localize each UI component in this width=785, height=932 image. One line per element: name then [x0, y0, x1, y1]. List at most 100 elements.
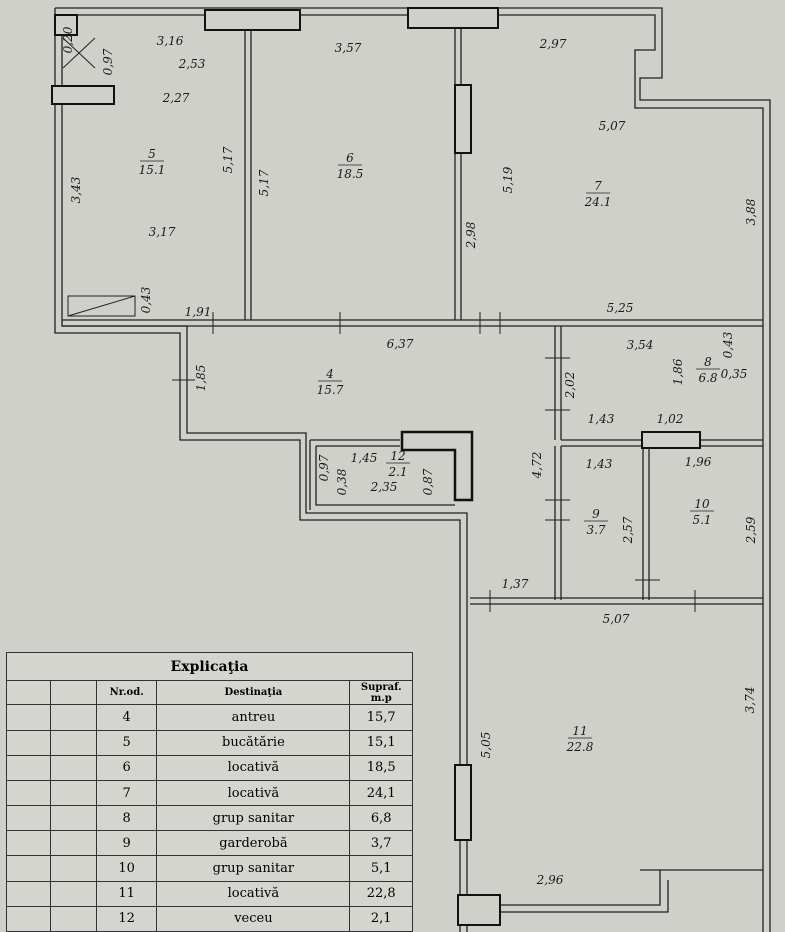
shaft-wc: [400, 430, 474, 502]
dimension-label: 0,20: [61, 26, 75, 53]
legend-dest: grup sanitar: [156, 855, 351, 882]
stove: [67, 295, 136, 317]
dimension-label: 3,17: [149, 225, 176, 239]
room-area: 2.1: [387, 465, 407, 479]
legend-dest: veceu: [156, 905, 351, 932]
window: [407, 7, 499, 29]
dimension-label: 2,97: [539, 37, 567, 51]
dimension-label: 1,96: [685, 455, 712, 469]
wall-room6-room7: [454, 15, 462, 320]
room-area: 5.1: [692, 513, 711, 527]
dimension-label: 1,43: [588, 412, 615, 426]
dimension-label: 1,91: [185, 305, 212, 319]
dimension-label: 0,97: [101, 48, 115, 75]
room-label: 105.1: [690, 497, 714, 527]
dimension-label: 3,16: [157, 34, 184, 48]
dimension-label: 3,74: [743, 687, 757, 714]
outer-wall-left: [54, 8, 461, 932]
dimension-label: 2,27: [162, 91, 190, 105]
room-number: 4: [325, 367, 334, 381]
room-label: 93.7: [584, 507, 608, 537]
legend-area: 15,1: [349, 729, 413, 756]
legend-area: 24,1: [349, 779, 413, 807]
window: [457, 894, 501, 926]
legend-area: 3,7: [349, 830, 413, 857]
outer-wall: [55, 7, 771, 932]
legend-area: 5,1: [349, 855, 413, 882]
dimension-label: 0,35: [721, 367, 748, 381]
outer-wall-inner: [62, 14, 764, 932]
legend-col-nr: Nr.od.: [95, 680, 158, 706]
dimension-label: 1,02: [657, 412, 684, 426]
room-label: 86.8: [696, 355, 720, 385]
dimension-label: 4,72: [530, 452, 544, 480]
room-number: 6: [346, 151, 354, 165]
legend-col-area: Supraf. m.p: [349, 680, 413, 706]
room-area: 22.8: [566, 740, 594, 754]
legend-nr: 11: [95, 880, 158, 907]
room-label: 415.7: [317, 367, 344, 397]
dimension-label: 1,86: [671, 358, 685, 385]
dimension-label: 1,37: [502, 577, 529, 591]
room-area: 6.8: [698, 371, 717, 385]
room-label: 618.5: [337, 151, 364, 181]
wall-wc12: [309, 439, 455, 510]
room-number: 8: [704, 355, 712, 369]
legend-area: 15,7: [349, 704, 413, 731]
dimension-label: 2,96: [536, 873, 564, 887]
dimension-label: 1,45: [351, 451, 378, 465]
window: [54, 14, 78, 36]
dimension-label: 0,38: [335, 468, 349, 495]
dimension-label: 5,05: [479, 732, 493, 759]
legend-nr: 9: [95, 830, 158, 857]
dimension-label: 2,98: [464, 221, 478, 249]
dimension-label: 0,97: [317, 454, 331, 481]
legend-dest: grup sanitar: [156, 805, 351, 832]
dimension-label: 0,87: [421, 468, 435, 495]
legend-nr: 7: [95, 779, 158, 807]
dimension-label: 5,25: [607, 301, 634, 315]
window: [641, 431, 701, 449]
window: [51, 85, 115, 105]
legend-dest: locativă: [156, 779, 351, 807]
room-area: 15.7: [317, 383, 344, 397]
dimension-label: 0,43: [721, 331, 735, 358]
legend-area: 18,5: [349, 754, 413, 781]
dimension-label: 6,37: [387, 337, 414, 351]
room-number: 9: [592, 507, 600, 521]
wall-upper-corridor: [62, 319, 763, 327]
dimension-label: 2,35: [370, 480, 398, 494]
dimension-label: 2,53: [178, 57, 206, 71]
room-area: 15.1: [139, 163, 166, 177]
room-area: 18.5: [337, 167, 364, 181]
legend-dest: locativă: [156, 754, 351, 781]
legend-nr: 12: [95, 905, 158, 932]
dimension-label: 2,57: [621, 516, 635, 544]
dimension-label: 5,07: [599, 119, 626, 133]
window: [454, 764, 472, 841]
room-number: 7: [594, 179, 602, 193]
dimension-label: 3,54: [627, 338, 654, 352]
dimension-label: 5,19: [501, 166, 515, 193]
room-area: 3.7: [586, 523, 605, 537]
legend-area: 6,8: [349, 805, 413, 832]
wall-room11-top: [470, 597, 763, 605]
legend-nr: 6: [95, 754, 158, 781]
window: [204, 9, 301, 31]
wall-kitchen-room6: [244, 15, 252, 320]
wall-room11-bottom: [470, 869, 763, 913]
dimension-label: 3,88: [744, 198, 758, 225]
room-number: 12: [390, 449, 405, 463]
legend-nr: 5: [95, 729, 158, 756]
legend-col-dest: Destinaţia: [156, 680, 351, 706]
